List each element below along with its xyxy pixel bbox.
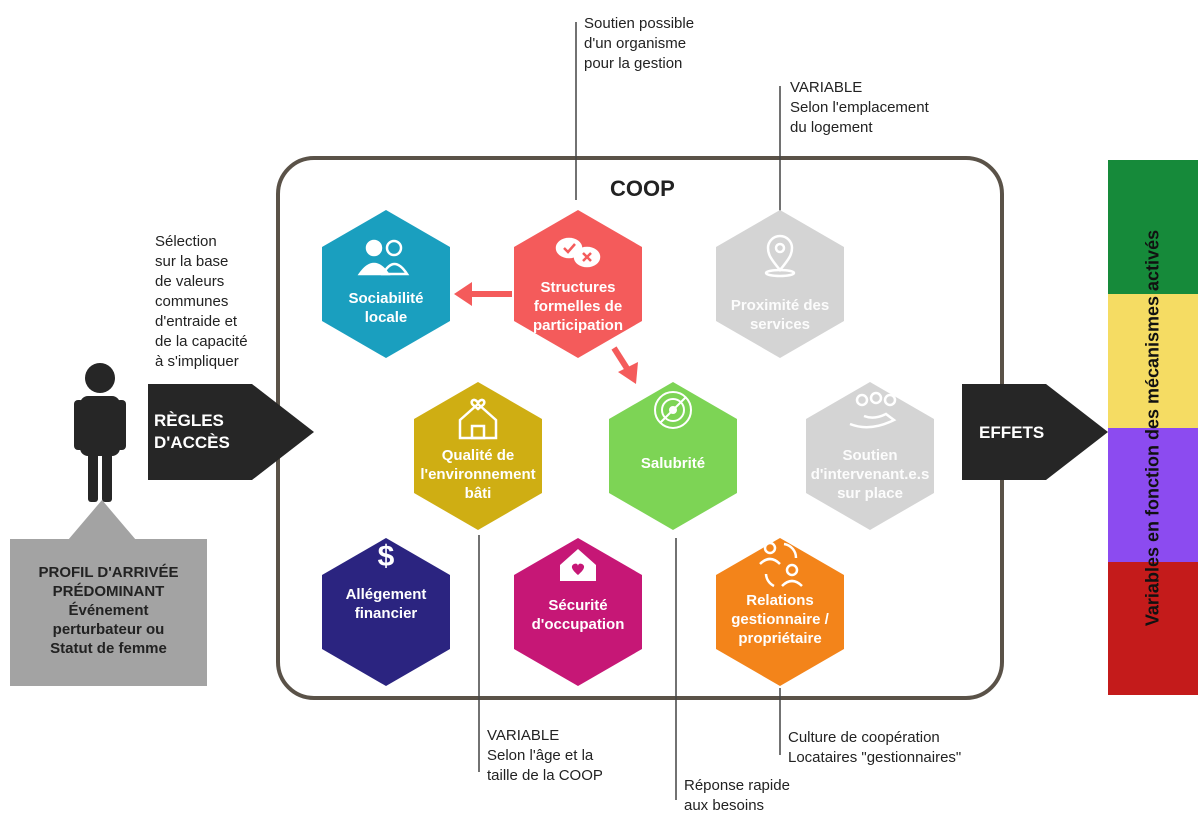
hex-salubrite	[609, 382, 737, 530]
coop-title: COOP	[610, 176, 675, 201]
label-soutien: Soutien d'intervenant.e.s sur place	[810, 447, 930, 502]
label-sociabilite: Sociabilité locale	[348, 290, 424, 326]
hex-securite	[514, 538, 642, 686]
note-reponse-rapide: Réponse rapide aux besoins	[684, 777, 790, 814]
profile-box: PROFIL D'ARRIVÉE PRÉDOMINANT Événement p…	[10, 539, 207, 686]
access-selection-note: Sélection sur la base de valeurs commune…	[155, 233, 248, 370]
label-securite: Sécurité d'occupation	[531, 597, 625, 633]
arrow-to-salubrite	[611, 346, 638, 384]
hex-structures	[514, 210, 642, 358]
bar-segment-green	[1108, 160, 1198, 294]
dollar-icon: $	[378, 540, 395, 573]
hex-sociabilite	[322, 210, 450, 358]
location-pin-icon	[764, 234, 796, 278]
virus-icon	[654, 391, 692, 429]
bar-segment-purple	[1108, 428, 1198, 562]
access-label: RÈGLES D'ACCÈS	[154, 411, 230, 452]
label-proximite: Proximité des services	[730, 297, 830, 333]
label-relations: Relations gestionnaire / propriétaire	[731, 592, 829, 647]
effects-bar-label: Variables en fonction des mécanismes act…	[1108, 160, 1198, 695]
people-icon	[357, 239, 410, 276]
arrow-to-sociabilite	[454, 282, 512, 306]
hex-relations	[716, 538, 844, 686]
two-people-cycle-icon	[759, 541, 803, 588]
label-salubrite: Salubrité	[640, 455, 706, 472]
hand-people-icon	[849, 391, 897, 429]
note-variable-emplacement: VARIABLE Selon l'emplacement du logement	[790, 79, 929, 136]
chat-check-icon	[555, 237, 601, 268]
label-structures: Structures formelles de participation	[532, 279, 623, 334]
effects-bar-text: Variables en fonction des mécanismes act…	[1142, 229, 1163, 626]
label-allegement: Allégement financier	[345, 586, 427, 622]
note-soutien-organisme: Soutien possible d'un organisme pour la …	[584, 15, 695, 72]
effects-label: EFFETS	[979, 423, 1045, 442]
label-qualite: Qualité de l'environnement bâti	[420, 447, 536, 502]
hex-allegement	[322, 538, 450, 686]
bar-segment-red	[1108, 562, 1198, 695]
effects-arrow	[962, 384, 1108, 480]
access-arrow	[148, 384, 314, 480]
note-culture-cooperation: Culture de coopération Locataires "gesti…	[788, 729, 962, 766]
svg-text:$: $	[378, 540, 395, 573]
note-variable-age: VARIABLE Selon l'âge et la taille de la …	[487, 727, 603, 784]
house-heart-icon	[458, 398, 498, 440]
home-heart-icon	[560, 549, 596, 581]
hex-soutien	[806, 382, 934, 530]
hex-qualite	[414, 382, 542, 530]
hex-proximite	[716, 210, 844, 358]
bar-segment-yellow	[1108, 294, 1198, 428]
profile-pointer	[68, 500, 136, 540]
person-icon	[74, 363, 126, 502]
